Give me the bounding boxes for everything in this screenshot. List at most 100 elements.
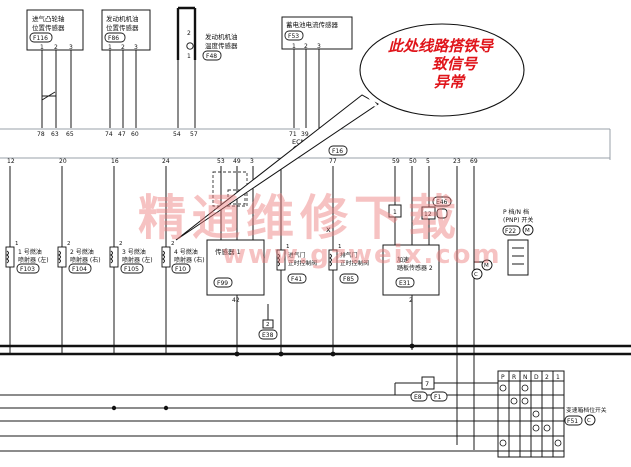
- fuel-injector-2: 2 2 号燃油 喷射器 (右) F104: [57, 241, 101, 274]
- pnp-switch: P 档/N 档 (PNP) 开关 F22 M M C: [456, 166, 534, 450]
- connector-code: F51: [567, 418, 578, 425]
- engine-oil-position-sensor: 发动机机油 位置传感器 F86 1 2 3: [101, 9, 151, 51]
- exhaust-vvt-valve: 1 排气门 正时控制阀 F85: [328, 166, 369, 355]
- battery-current-sensor: 蓄电池电流传感器 F53 1 2 3: [281, 16, 353, 50]
- injector-label: 喷射器 (左): [122, 256, 153, 264]
- ecm-connector: F16: [332, 148, 343, 155]
- coil-icon: [329, 253, 332, 267]
- gear-label: D: [534, 374, 539, 381]
- coil-icon: [110, 250, 113, 264]
- mid-mark: x: [326, 225, 331, 234]
- ecm-pin: 49: [233, 158, 241, 165]
- gear-label: N: [523, 374, 528, 381]
- injector-label: 喷射器 (右): [174, 256, 205, 264]
- ecm-pin: 63: [51, 131, 59, 138]
- connector-code: F53: [288, 33, 299, 40]
- ecm-pin: 59: [392, 158, 400, 165]
- ecm-pin: 23: [453, 158, 461, 165]
- connector-tag: C: [474, 272, 478, 278]
- pin-number: 1: [15, 241, 19, 247]
- injector-label: 3 号燃油: [122, 248, 146, 256]
- thermistor-icon: [186, 42, 194, 50]
- connector-code: F105: [124, 266, 139, 273]
- ecm-label: ECM: [292, 138, 306, 146]
- ecm-pin: 47: [118, 131, 126, 138]
- gear-label: R: [512, 374, 516, 381]
- ecm-pin: 74: [105, 131, 113, 138]
- pin-number: 12: [424, 211, 432, 218]
- switch-label: 变速箱档位开关: [566, 406, 607, 414]
- pin-number: 1: [108, 44, 112, 51]
- ecm-module: ECM E F16: [0, 128, 611, 160]
- ecm-pin: 77: [329, 158, 337, 165]
- accel-pedal-sensor-2: 1 12 E46 加速 踏板传感器 2 E31 2: [382, 166, 452, 350]
- sensor-label: 位置传感器: [106, 23, 139, 32]
- pin-number: 2: [121, 44, 125, 51]
- connector-code: E8: [414, 394, 422, 401]
- connector-tag: C: [587, 418, 591, 424]
- valve-label: 正时控制阀: [288, 259, 317, 267]
- sensor-label: 加速: [397, 256, 409, 264]
- intake-camshaft-sensor: 进气凸轮轴 位置传感器 F116 1 2 3: [26, 9, 84, 51]
- pin-number: 3: [134, 44, 138, 51]
- ecm-pin: 12: [7, 158, 15, 165]
- fuel-injector-4: 2 4 号燃油 喷射器 (右) F10: [161, 241, 205, 274]
- valve-label: 排气门: [340, 251, 358, 259]
- sensor-1-assembly: 传感器 1 F99 42 2 E38: [206, 166, 278, 355]
- sensor-label: 发动机机油: [205, 32, 238, 41]
- sensor-label: 位置传感器: [32, 23, 65, 32]
- injector-label: 2 号燃油: [70, 248, 94, 256]
- bus-lines: [0, 343, 631, 452]
- sensor-label: 进气凸轮轴: [32, 14, 65, 23]
- gear-position-switch: P R N D 2 1 变速箱档位开关 F51 C: [497, 370, 607, 458]
- pin-number: 2: [266, 322, 270, 328]
- top-wires: [41, 49, 320, 128]
- connector-code: E31: [399, 280, 411, 287]
- connector-code: F48: [206, 53, 217, 60]
- ecm-top-pins: 78 63 65 74 47 60 54 57 71 39 68: [37, 131, 322, 138]
- connector-code: F10: [175, 266, 186, 273]
- connector-code: F99: [217, 280, 228, 287]
- connector-tag: M: [525, 228, 530, 234]
- sensor-label: 传感器 1: [215, 247, 241, 256]
- gear-label: P: [501, 374, 505, 381]
- connector-code: F86: [108, 35, 119, 42]
- ecm-pin: 53: [217, 158, 225, 165]
- intake-vvt-valve: 1 进气门 正时控制阀 F41: [276, 166, 317, 355]
- injector-label: 4 号燃油: [174, 248, 198, 256]
- pin-number: 7: [425, 380, 429, 388]
- injector-label: 喷射器 (左): [18, 256, 49, 264]
- ecm-pin: 54: [173, 131, 181, 138]
- ecm-pin: 39: [301, 131, 309, 138]
- pin-number: 1: [292, 43, 296, 50]
- gear-label: 1: [556, 374, 560, 381]
- ecm-pin: 3: [250, 158, 254, 165]
- ecm-pin: 5: [426, 158, 430, 165]
- connector-code: F85: [343, 276, 354, 283]
- ecm-pin: 50: [409, 158, 417, 165]
- pin-number: 2: [304, 43, 308, 50]
- ecm-pin: 69: [470, 158, 478, 165]
- switch-label: (PNP) 开关: [503, 216, 533, 224]
- sensor-label: 蓄电池电流传感器: [286, 20, 339, 29]
- pin-number: 1: [286, 244, 290, 250]
- pin-number: 3: [69, 44, 73, 51]
- injector-label: 1 号燃油: [18, 248, 42, 256]
- pin-number: 2: [409, 297, 413, 304]
- ground-code: E38: [262, 332, 274, 339]
- sensor-label: 发动机机油: [106, 14, 139, 23]
- pin-number: 2: [171, 241, 175, 247]
- coil-icon: [162, 250, 165, 264]
- ecm-pin: 78: [37, 131, 45, 138]
- coil-icon: [6, 250, 9, 264]
- switch-label: P 档/N 档: [503, 208, 529, 216]
- connector-code: F22: [505, 228, 516, 235]
- ecm-pin: 71: [289, 131, 297, 138]
- connector-code: F104: [72, 266, 87, 273]
- ecm-pin: 65: [66, 131, 74, 138]
- engine-oil-temp-sensor: 2 1 发动机机油 温度传感器 F48: [176, 6, 238, 61]
- junction-connector-7: 7 E8 F1: [394, 376, 500, 402]
- connector-code: F116: [33, 35, 48, 42]
- pin-number: 2: [187, 30, 191, 37]
